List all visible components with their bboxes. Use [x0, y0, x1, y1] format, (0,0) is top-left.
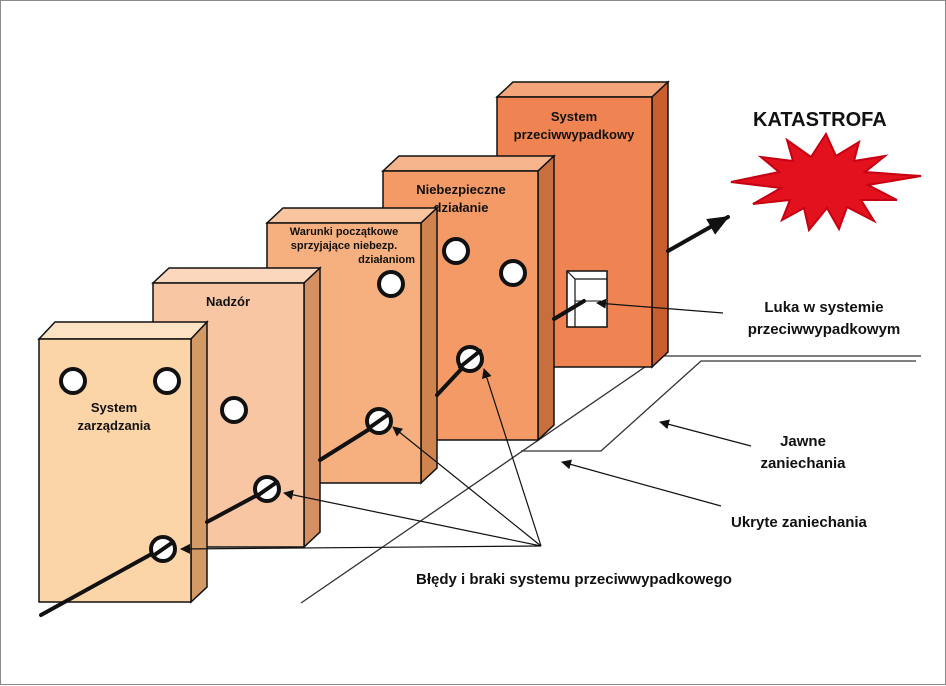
- layer-5-label-line-1: System: [551, 109, 597, 124]
- gap-window: [566, 270, 608, 328]
- accident-trajectory: [39, 215, 730, 617]
- layer-system-przeciwwypadkowy: System przeciwwypadkowy: [495, 80, 670, 369]
- catastrophe-burst: [730, 131, 922, 233]
- hole: [59, 367, 87, 395]
- trajectory-through-holes: [151, 349, 482, 558]
- layer-1-label-line-2: zarządzania: [78, 418, 152, 433]
- layer-2-label-line-1: Nadzór: [206, 294, 250, 309]
- layer-4-label-line-1: Niebezpieczne: [416, 182, 506, 197]
- layer-5-label-line-2: przeciwwypadkowy: [514, 127, 635, 142]
- layer-3-label-line-2: sprzyjające niebezp.: [291, 240, 397, 252]
- hole: [442, 237, 470, 265]
- layer-3-label-line-1: Warunki początkowe: [290, 226, 398, 238]
- error-pointers: [180, 368, 542, 554]
- gap-label-line-1: Luka w systemie: [764, 299, 883, 316]
- layer-4-label-line-2: działanie: [434, 200, 489, 215]
- trajectory-arrow-head: [666, 215, 730, 253]
- errors-label: Błędy i braki systemu przeciwwypadkowego: [416, 571, 732, 588]
- gap-label-line-2: przeciwwypadkowym: [748, 321, 901, 338]
- layer-1-label-line-1: System: [91, 400, 137, 415]
- layer-3-label-line-3: działaniom: [358, 254, 415, 266]
- explicit-omissions-label-line-2: zaniechania: [760, 455, 846, 472]
- hole: [377, 270, 405, 298]
- hole: [220, 396, 248, 424]
- layer-system-zarzadzania: System zarządzania: [37, 320, 209, 604]
- hole: [499, 259, 527, 287]
- hole: [153, 367, 181, 395]
- explicit-omissions-label-line-1: Jawne: [780, 433, 826, 450]
- catastrophe-label: KATASTROFA: [753, 109, 887, 131]
- hidden-omissions-label: Ukryte zaniechania: [731, 514, 868, 531]
- callout-arrows: [561, 298, 752, 507]
